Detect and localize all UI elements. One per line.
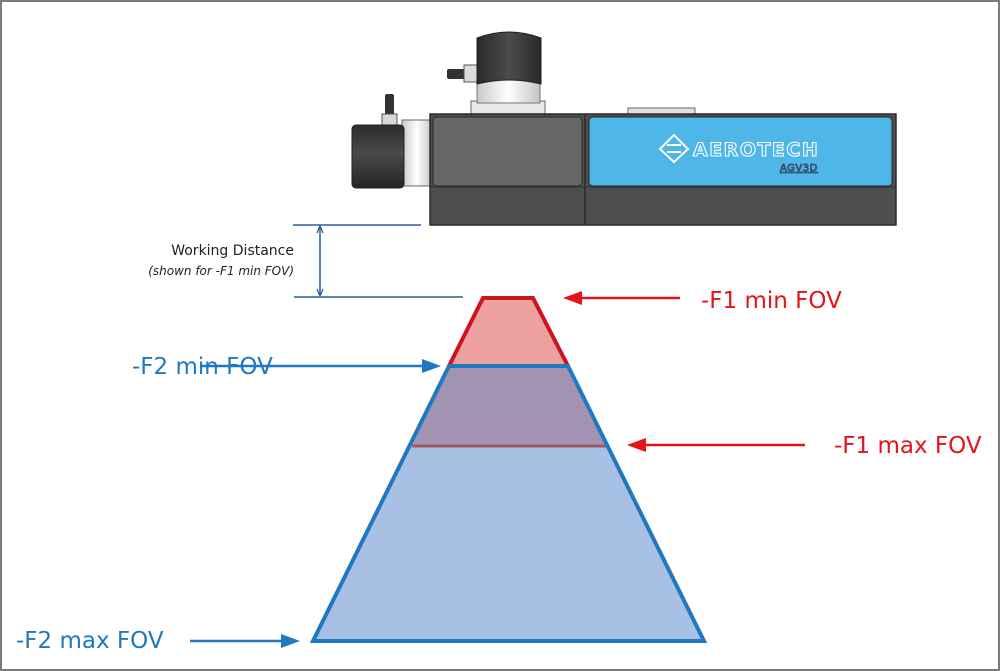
f1-f2-overlap-region <box>412 366 606 446</box>
f1-outline <box>447 296 570 367</box>
arrow-left-icon <box>563 291 582 305</box>
f1-fov-region <box>449 298 568 366</box>
arrow-right-icon <box>422 359 441 373</box>
device-left-panel <box>432 116 583 187</box>
camera-collar <box>476 78 541 104</box>
aerotech-logo-icon <box>658 133 690 164</box>
arrow-right-icon <box>281 634 300 648</box>
arrow-left-icon <box>627 438 646 452</box>
f2-fov-region <box>313 366 704 641</box>
f2-max-fov-label: -F2 max FOV <box>16 628 164 654</box>
device-illustration: AEROTECH AGV3D <box>351 31 897 226</box>
device-blue-panel <box>588 116 893 187</box>
brand-text: AEROTECH <box>693 139 819 161</box>
arrow-down-icon <box>316 288 324 298</box>
model-text: AGV3D <box>780 163 818 174</box>
side-motor-cylinder <box>351 124 405 189</box>
working-distance-note: (shown for -F1 min FOV) <box>148 264 294 278</box>
f2-outline <box>309 364 708 643</box>
label-f1-max: -F1 max FOV <box>627 433 982 459</box>
side-motor-connector <box>385 94 394 116</box>
side-motor-collar <box>401 119 433 187</box>
label-f2-max: -F2 max FOV <box>16 628 300 654</box>
fov-pyramid <box>309 296 708 643</box>
working-distance-indicator: Working Distance (shown for -F1 min FOV) <box>148 224 463 298</box>
camera-cylinder <box>476 31 542 85</box>
working-distance-label: Working Distance <box>171 243 294 259</box>
f1-min-fov-label: -F1 min FOV <box>701 288 842 314</box>
camera-connector <box>447 69 465 79</box>
label-f1-min: -F1 min FOV <box>563 288 842 314</box>
label-f2-min: -F2 min FOV <box>132 354 441 380</box>
camera-connector-block <box>463 64 479 83</box>
f1-max-fov-label: -F1 max FOV <box>834 433 982 459</box>
arrow-up-icon <box>316 224 324 234</box>
